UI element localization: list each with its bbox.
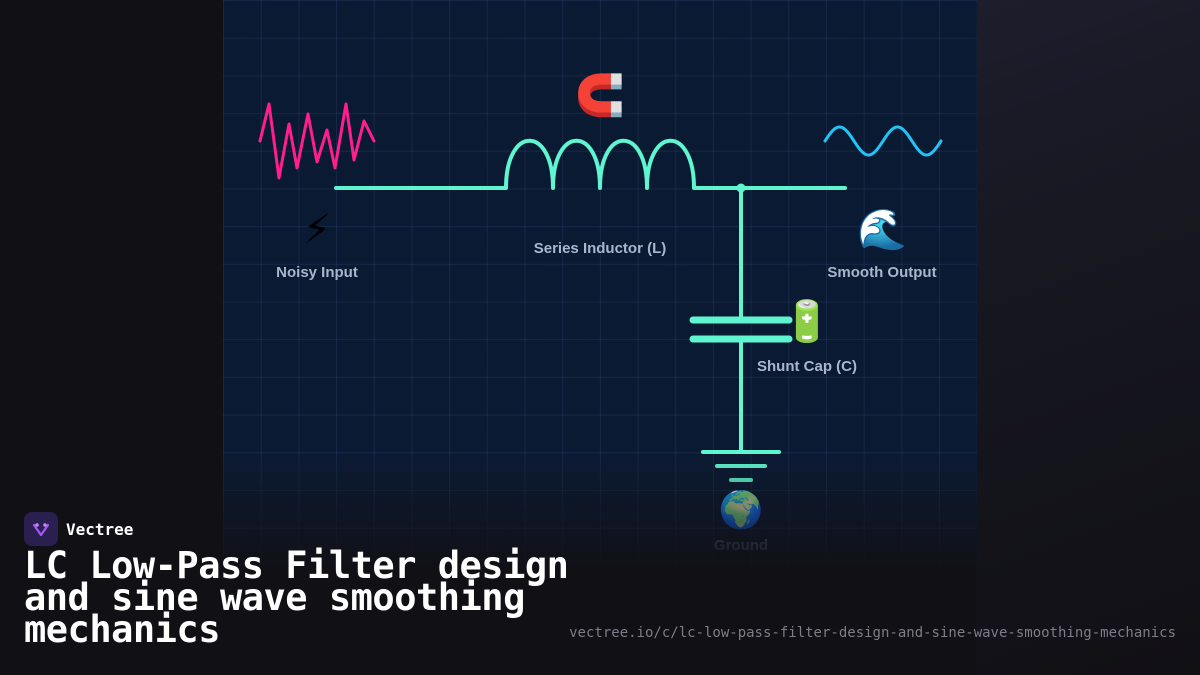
inductor-coil (504, 138, 696, 190)
wave-icon: 🌊 (857, 207, 907, 253)
background-gradient (976, 0, 1200, 675)
noise-waveform (258, 102, 376, 180)
sine-waveform (823, 125, 943, 157)
diagram-panel: ⚡ 🧲 🌊 🔋 🌍 Noisy Input Series Inductor (L… (223, 0, 977, 565)
globe-icon: 🌍 (718, 490, 764, 531)
page-url[interactable]: vectree.io/c/lc-low-pass-filter-design-a… (569, 625, 1176, 641)
noisy-input-label: Noisy Input (276, 264, 358, 281)
brand-name: Vectree (66, 519, 134, 539)
page-title: LC Low-Pass Filter design and sine wave … (24, 544, 569, 651)
brand[interactable]: Vectree (24, 512, 133, 546)
series-inductor-label: Series Inductor (L) (533, 240, 667, 257)
lightning-icon: ⚡ (302, 207, 332, 253)
shunt-cap-label: Shunt Cap (C) (757, 358, 857, 375)
ground-label: Ground (713, 537, 769, 554)
vectree-logo-icon (24, 512, 58, 546)
battery-icon: 🔋 (782, 299, 832, 345)
magnet-icon: 🧲 (575, 73, 625, 119)
smooth-output-label: Smooth Output (827, 264, 937, 281)
